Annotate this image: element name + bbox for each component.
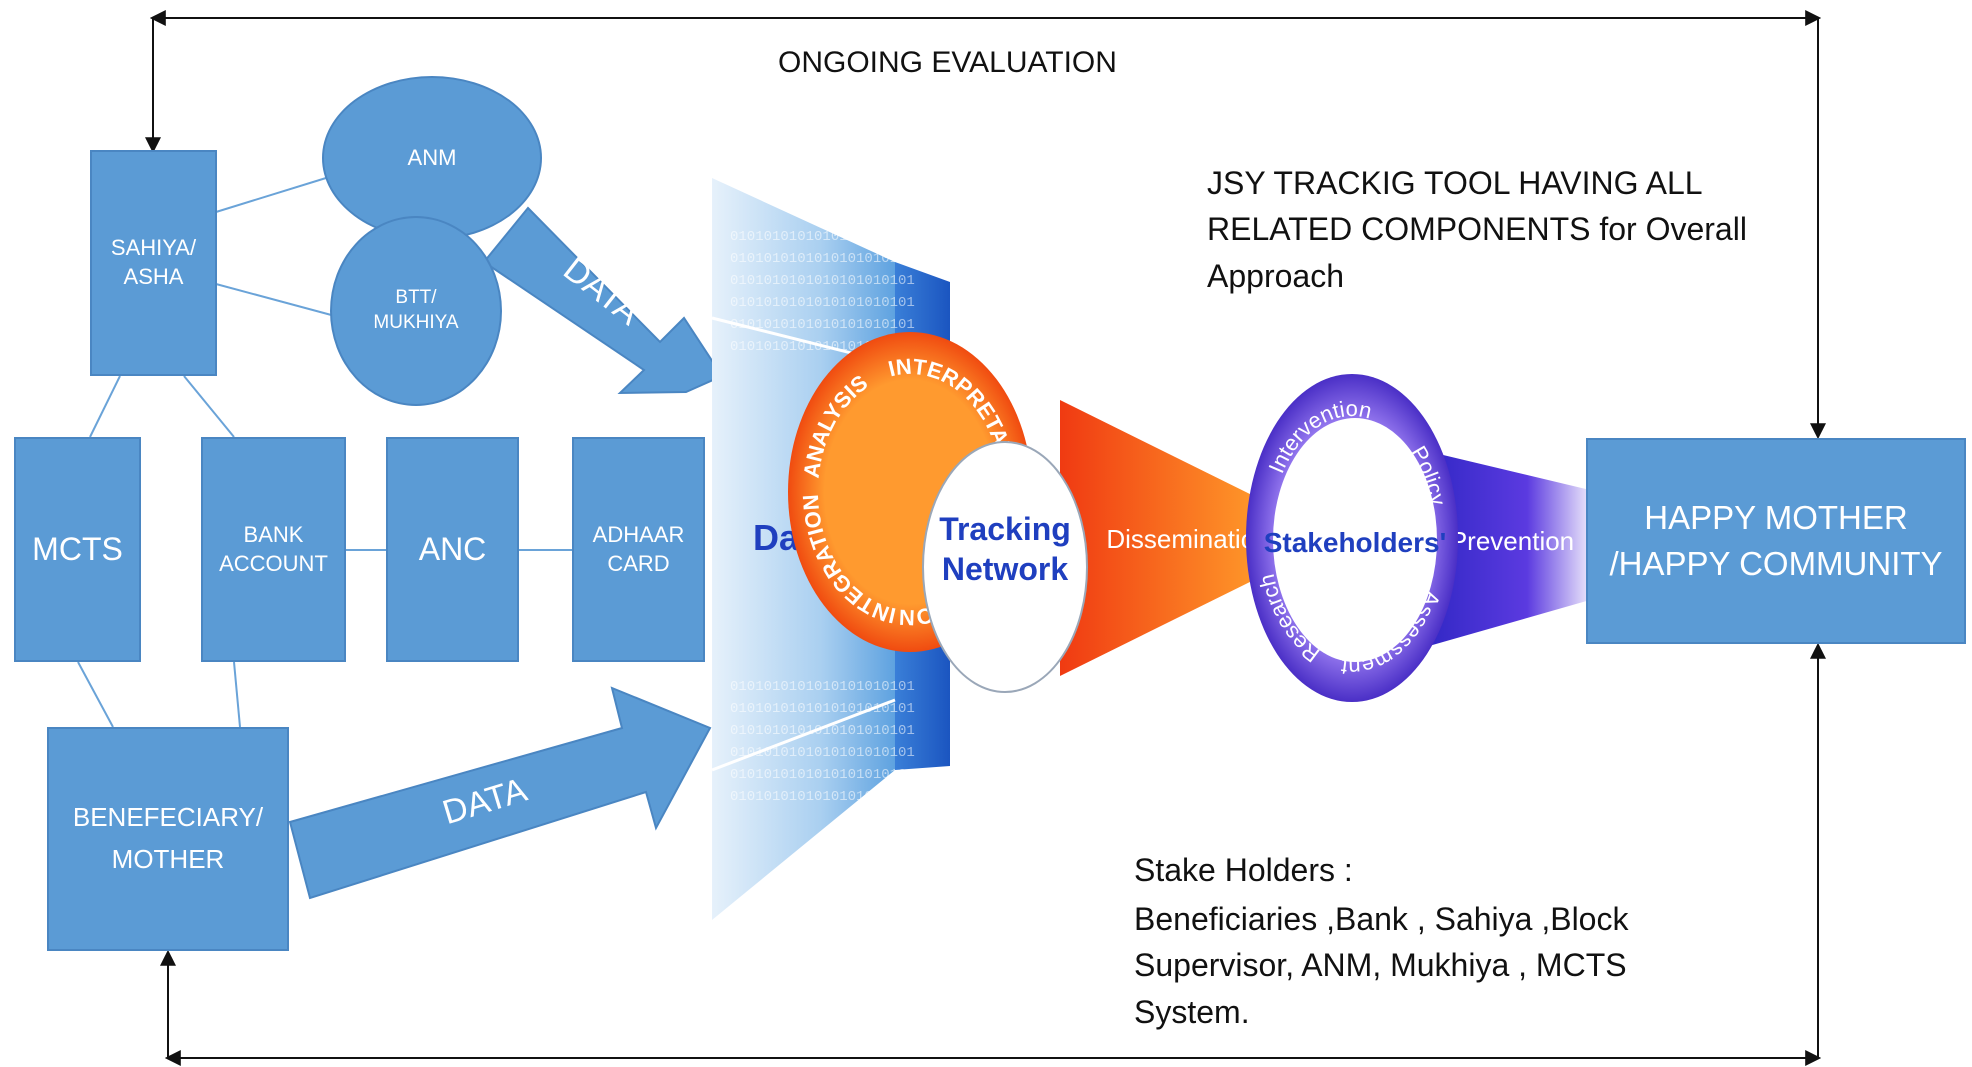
- network-label: Network: [942, 551, 1068, 587]
- tracking-ring-center: [922, 441, 1088, 693]
- page-title: ONGOING EVALUATION: [778, 46, 1117, 79]
- svg-text:0101010101010101010101: 0101010101010101010101: [730, 723, 915, 739]
- stakeholders-ring-center: [1273, 418, 1437, 662]
- node-beneficiary-mother[interactable]: BENEFECIARY/ MOTHER: [47, 727, 289, 951]
- svg-text:0101010101010101010101: 0101010101010101010101: [730, 679, 915, 695]
- evaluation-loop: [145, 10, 1826, 1066]
- node-anc[interactable]: ANC: [386, 437, 519, 662]
- node-bank-account[interactable]: BANK ACCOUNT: [201, 437, 346, 662]
- connector-lines: [77, 177, 572, 728]
- dissemination-label: Dissemination: [1106, 524, 1269, 554]
- node-mcts[interactable]: MCTS: [14, 437, 141, 662]
- node-anm[interactable]: ANM: [322, 76, 542, 240]
- node-happy-mother-community[interactable]: HAPPY MOTHER /HAPPY COMMUNITY: [1586, 438, 1966, 644]
- svg-text:0101010101010101010101: 0101010101010101010101: [730, 317, 915, 333]
- stakeholders-list: Beneficiaries ,Bank , Sahiya ,Block Supe…: [1134, 901, 1629, 1030]
- svg-text:0101010101010101010101: 0101010101010101010101: [730, 295, 915, 311]
- data-arrow-top[interactable]: DATA: [482, 206, 724, 395]
- data-arrow-bottom[interactable]: DATA: [288, 686, 712, 900]
- stakeholders-label: Stakeholders': [1264, 527, 1447, 558]
- tool-description: JSY TRACKIG TOOL HAVING ALL RELATED COMP…: [1207, 165, 1747, 294]
- node-adhaar-card[interactable]: ADHAAR CARD: [572, 437, 705, 662]
- svg-text:0101010101010101010101: 0101010101010101010101: [730, 229, 915, 245]
- tracking-network-graphic: 0101010101010101010101 01010101010101010…: [711, 178, 1590, 920]
- node-sahiya-asha[interactable]: SAHIYA/ ASHA: [90, 150, 217, 376]
- node-btt-mukhiya[interactable]: BTT/ MUKHIYA: [330, 216, 502, 406]
- prevention-label: Prevention: [1450, 526, 1574, 556]
- stakeholders-title: Stake Holders :: [1134, 852, 1353, 888]
- svg-text:0101010101010101010101: 0101010101010101010101: [730, 789, 915, 805]
- svg-text:0101010101010101010101: 0101010101010101010101: [730, 767, 915, 783]
- dissemination-cone: [1060, 400, 1262, 676]
- svg-text:0101010101010101010101: 0101010101010101010101: [730, 251, 915, 267]
- svg-text:0101010101010101010101: 0101010101010101010101: [730, 701, 915, 717]
- svg-text:0101010101010101010101: 0101010101010101010101: [730, 745, 915, 761]
- svg-text:0101010101010101010101: 0101010101010101010101: [730, 273, 915, 289]
- binary-stream: 0101010101010101010101 01010101010101010…: [730, 229, 915, 805]
- tracking-label: Tracking: [939, 511, 1071, 547]
